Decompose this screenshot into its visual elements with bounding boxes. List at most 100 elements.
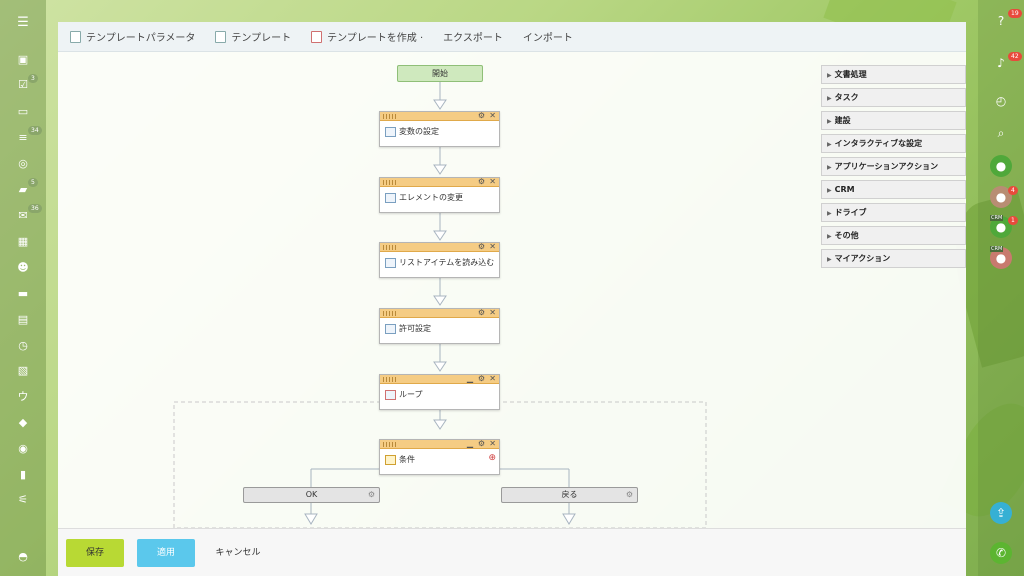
close-icon[interactable]: ✕ <box>489 177 496 186</box>
target-icon[interactable]: ◎ <box>18 156 28 170</box>
calendar-icon[interactable]: ▭ <box>17 104 29 118</box>
params-icon <box>70 30 81 43</box>
activity-label: ループ <box>399 390 423 399</box>
android-icon[interactable]: ◓ <box>18 549 28 563</box>
activity-label: 許可設定 <box>399 324 431 333</box>
palette-document-processing[interactable]: ▶文書処理 <box>821 65 966 84</box>
avatar-crm[interactable]: ● <box>990 247 1012 269</box>
box-icon[interactable]: ◆ <box>18 415 28 429</box>
triangle-right-icon: ▶ <box>827 95 832 102</box>
grip-icon <box>383 442 397 447</box>
close-icon[interactable]: ✕ <box>489 111 496 120</box>
gear-icon[interactable]: ⚙ <box>477 242 485 251</box>
palette-interactive[interactable]: ▶インタラクティブな設定 <box>821 134 966 153</box>
palette-tasks[interactable]: ▶タスク <box>821 88 966 107</box>
activity-loop[interactable]: ▁ ⚙ ✕ ループ <box>379 374 500 410</box>
settings-icon[interactable]: ⚟ <box>18 492 28 506</box>
activity-change-element[interactable]: ⚙ ✕ エレメントの変更 <box>379 177 500 213</box>
drive-icon[interactable]: ▬ <box>17 286 29 300</box>
activity-set-variable[interactable]: ⚙ ✕ 変数の設定 <box>379 111 500 147</box>
activity-header: ⚙ ✕ <box>380 111 499 121</box>
import-button[interactable]: インポート <box>522 33 573 44</box>
grid-icon[interactable]: ▦ <box>17 234 29 248</box>
clock-icon[interactable]: ◷ <box>18 338 28 352</box>
chat-icon[interactable]: ▰ <box>18 182 28 196</box>
money-icon[interactable]: ◉ <box>18 441 28 455</box>
activity-label: エレメントの変更 <box>399 193 463 202</box>
palette-construction[interactable]: ▶建設 <box>821 111 966 130</box>
palette-crm[interactable]: ▶CRM <box>821 180 966 199</box>
close-icon[interactable]: ✕ <box>489 439 496 448</box>
help-badge: 19 <box>1008 9 1022 18</box>
feed-icon[interactable]: ▣ <box>17 52 29 66</box>
filter-icon[interactable]: ≡ <box>18 130 28 144</box>
palette-drive[interactable]: ▶ドライブ <box>821 203 966 222</box>
gear-icon[interactable]: ⚙ <box>477 374 485 383</box>
grip-icon <box>383 377 397 382</box>
users-icon[interactable]: ☻ <box>17 260 29 274</box>
branch-back[interactable]: 戻る ⚙ <box>501 487 638 503</box>
avatar-crm[interactable]: ● <box>990 216 1012 238</box>
close-icon[interactable]: ✕ <box>489 308 496 317</box>
app-icon[interactable]: ウ <box>17 390 29 403</box>
chart-icon[interactable]: ▮ <box>19 467 27 481</box>
crm-tag: CRM <box>990 215 1004 221</box>
activity-read-list-item[interactable]: ⚙ ✕ リストアイテムを読み込む <box>379 242 500 278</box>
phone-icon[interactable]: ✆ <box>990 542 1012 564</box>
branch-ok[interactable]: OK ⚙ <box>243 487 380 503</box>
activity-condition[interactable]: ▁ ⚙ ✕ 条件 ⊕ <box>379 439 500 475</box>
close-icon[interactable]: ✕ <box>489 242 496 251</box>
save-button[interactable]: 保存 <box>66 539 124 567</box>
create-template-button[interactable]: テンプレートを作成 · <box>311 29 423 44</box>
close-icon[interactable]: ✕ <box>489 374 496 383</box>
template-params-button[interactable]: テンプレートパラメータ <box>70 29 195 44</box>
gear-icon[interactable]: ⚙ <box>477 308 485 317</box>
gear-icon[interactable]: ⚙ <box>477 177 485 186</box>
footer-actions: 保存 適用 キャンセル <box>58 528 966 576</box>
left-sidebar: ☰ ▣ ☑ 3 ▭ ≡ 34 ◎ ▰ 5 ✉ 36 ▦ ☻ ▬ ▤ ◷ ▧ ウ … <box>0 0 46 576</box>
cancel-button[interactable]: キャンセル <box>215 548 261 558</box>
gear-icon[interactable]: ⚙ <box>477 111 485 120</box>
add-branch-icon[interactable]: ⊕ <box>488 453 496 463</box>
timer-icon[interactable]: ◴ <box>995 94 1007 108</box>
palette-other[interactable]: ▶その他 <box>821 226 966 245</box>
triangle-right-icon: ▶ <box>827 187 832 194</box>
collapse-icon[interactable]: ▁ <box>466 439 473 448</box>
edit-icon <box>385 192 396 203</box>
triangle-right-icon: ▶ <box>827 72 832 79</box>
menu-icon[interactable]: ☰ <box>17 14 29 30</box>
avatar[interactable]: ● <box>990 155 1012 177</box>
tasks-badge: 3 <box>28 74 38 83</box>
activity-permissions[interactable]: ⚙ ✕ 許可設定 <box>379 308 500 344</box>
gear-icon[interactable]: ⚙ <box>477 439 485 448</box>
workflow-editor: テンプレートパラメータ テンプレート テンプレートを作成 · エクスポート イン… <box>58 22 966 576</box>
search-icon[interactable]: ⌕ <box>997 125 1005 140</box>
grip-icon <box>383 245 397 250</box>
gear-icon[interactable]: ⚙ <box>625 490 633 499</box>
mail-icon[interactable]: ✉ <box>18 208 28 222</box>
share-icon[interactable]: ⇪ <box>990 502 1012 524</box>
bell-icon[interactable]: ♪ <box>997 56 1005 70</box>
gear-icon[interactable]: ⚙ <box>367 490 375 499</box>
grip-icon <box>383 180 397 185</box>
document-icon <box>311 30 323 43</box>
palette-app-actions[interactable]: ▶アプリケーションアクション <box>821 157 966 176</box>
help-icon[interactable]: ? <box>997 14 1005 28</box>
contact-icon[interactable]: ▧ <box>17 363 29 377</box>
condition-icon <box>385 454 396 465</box>
template-icon <box>215 30 227 43</box>
triangle-right-icon: ▶ <box>827 118 832 125</box>
triangle-right-icon: ▶ <box>827 233 832 240</box>
collapse-icon[interactable]: ▁ <box>466 374 473 383</box>
palette-my-actions[interactable]: ▶マイアクション <box>821 249 966 268</box>
apply-button[interactable]: 適用 <box>137 539 195 567</box>
start-node[interactable]: 開始 <box>397 65 483 82</box>
calendar2-icon[interactable]: ▤ <box>17 312 29 326</box>
activity-header: ⚙ ✕ <box>380 177 499 187</box>
activity-header: ⚙ ✕ <box>380 242 499 252</box>
export-button[interactable]: エクスポート <box>443 33 503 44</box>
avatar[interactable]: ● <box>990 186 1012 208</box>
tasks-icon[interactable]: ☑ <box>18 77 28 91</box>
template-button[interactable]: テンプレート <box>215 29 291 44</box>
crm-badge: 1 <box>1008 216 1018 225</box>
